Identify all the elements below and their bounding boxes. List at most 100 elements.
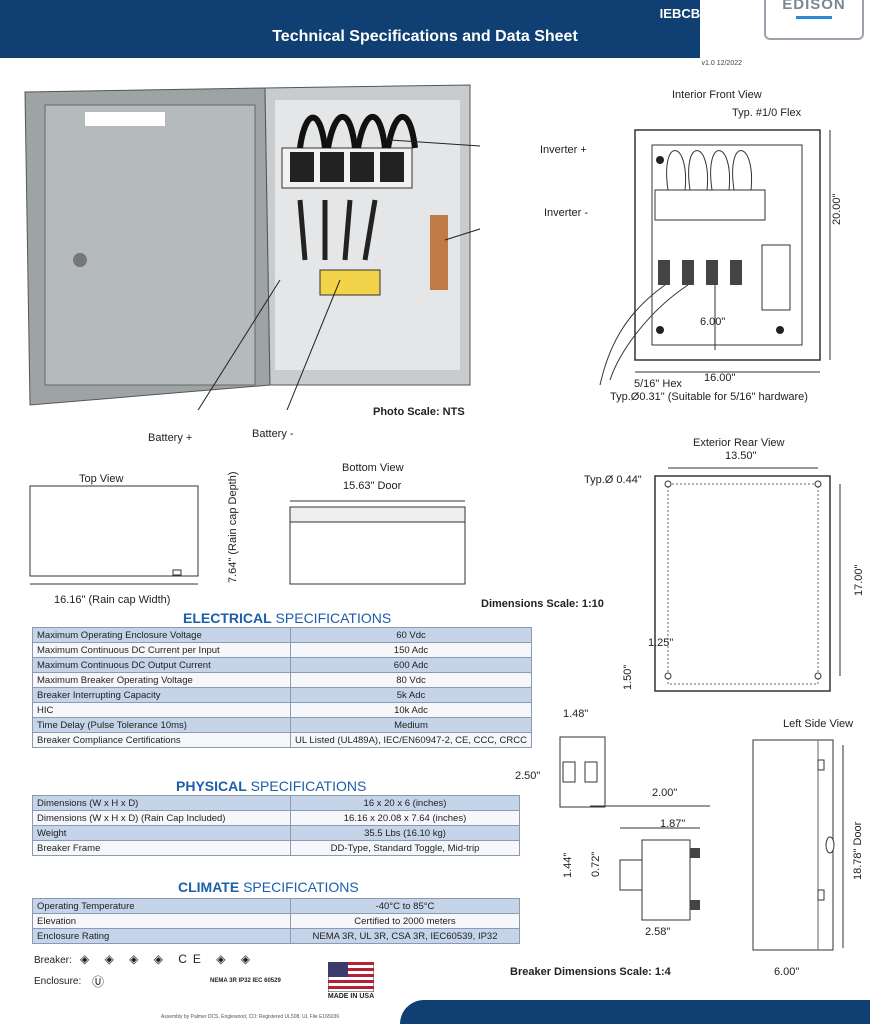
spec-value: DD-Type, Standard Toggle, Mid-trip xyxy=(290,840,520,856)
breaker-cert-icons: ◈ ◈ ◈ ◈ CE ◈ ◈ xyxy=(80,952,257,966)
hex-label: 5/16" Hex xyxy=(634,378,682,390)
breaker-depth1-dim: 2.00" xyxy=(652,787,678,799)
spec-value: 16 x 20 x 6 (inches) xyxy=(290,795,520,811)
spec-key: Dimensions (W x H x D) (Rain Cap Include… xyxy=(32,810,291,826)
spec-value: 16.16 x 20.08 x 7.64 (inches) xyxy=(290,810,520,826)
version-label: v1.0 12/2022 xyxy=(701,60,742,67)
top-view-depth-dim: 7.64" (Rain cap Depth) xyxy=(227,471,239,583)
spec-key: Maximum Operating Enclosure Voltage xyxy=(32,627,291,643)
inverter-pos-label: Inverter + xyxy=(540,144,587,156)
spec-key: Elevation xyxy=(32,913,291,929)
spec-key: HIC xyxy=(32,702,291,718)
header-band xyxy=(0,0,700,58)
left-side-door-dim: 18.78" Door xyxy=(852,821,864,880)
electrical-title-bold: ELECTRICAL xyxy=(183,610,272,626)
spec-value: -40°C to 85°C xyxy=(290,898,520,914)
breaker-base-dim: 2.58" xyxy=(645,926,671,938)
hole-label: Typ.Ø0.31" (Suitable for 5/16" hardware) xyxy=(610,391,808,403)
top-view-title: Top View xyxy=(79,473,124,485)
spec-value: 35.5 Lbs (16.10 kg) xyxy=(290,825,520,841)
top-view-width-dim: 16.16" (Rain cap Width) xyxy=(54,594,171,606)
rear-height-dim: 17.00" xyxy=(853,564,865,596)
breaker-width-dim: 1.48" xyxy=(563,708,589,720)
battery-pos-label: Battery + xyxy=(148,432,193,444)
left-side-width-dim: 6.00" xyxy=(774,966,800,978)
interior-width-dim: 16.00" xyxy=(704,372,736,384)
bottom-view-door-dim: 15.63" Door xyxy=(343,480,402,492)
table-row: Dimensions (W x H x D)16 x 20 x 6 (inche… xyxy=(32,795,520,811)
table-row: Time Delay (Pulse Tolerance 10ms)Medium xyxy=(32,717,532,733)
dimensions-scale-label: Dimensions Scale: 1:10 xyxy=(481,598,604,610)
battery-neg-label: Battery - xyxy=(252,428,294,440)
model-number: IEBCB4150-3R xyxy=(659,6,750,21)
footer-band xyxy=(400,1000,870,1024)
spec-value: UL Listed (UL489A), IEC/EN60947-2, CE, C… xyxy=(290,732,532,748)
interior-height-dim: 20.00" xyxy=(831,193,843,225)
physical-spec-title: PHYSICAL SPECIFICATIONS xyxy=(176,778,366,794)
enclosure-photo xyxy=(20,80,480,410)
spec-key: Enclosure Rating xyxy=(32,928,291,944)
logo-bolt-icon xyxy=(796,16,832,19)
rear-hole-label: Typ.Ø 0.44" xyxy=(584,474,642,486)
climate-spec-title: CLIMATE SPECIFICATIONS xyxy=(178,879,359,895)
physical-title-rest: SPECIFICATIONS xyxy=(246,778,367,794)
enclosure-cert-text: NEMA 3R IP32 IEC 60529 xyxy=(210,978,281,984)
breaker-height-dim: 2.50" xyxy=(515,770,541,782)
flex-label: Typ. #1/0 Flex xyxy=(732,107,802,119)
left-side-view-drawing xyxy=(752,739,844,951)
breaker-side-drawing xyxy=(590,805,710,921)
spec-key: Weight xyxy=(32,825,291,841)
spec-value: 150 Adc xyxy=(290,642,532,658)
interior-front-view-title: Interior Front View xyxy=(672,89,762,101)
spec-value: 80 Vdc xyxy=(290,672,532,688)
table-row: Operating Temperature-40°C to 85°C xyxy=(32,898,520,914)
spec-key: Operating Temperature xyxy=(32,898,291,914)
spec-value: NEMA 3R, UL 3R, CSA 3R, IEC60539, IP32 xyxy=(290,928,520,944)
electrical-title-rest: SPECIFICATIONS xyxy=(271,610,392,626)
bottom-view-drawing xyxy=(289,500,466,585)
spec-key: Time Delay (Pulse Tolerance 10ms) xyxy=(32,717,291,733)
table-row: Dimensions (W x H x D) (Rain Cap Include… xyxy=(32,810,520,826)
left-side-view-title: Left Side View xyxy=(783,718,854,730)
breaker-side2-dim: 0.72" xyxy=(590,851,602,877)
spec-key: Maximum Breaker Operating Voltage xyxy=(32,672,291,688)
climate-title-rest: SPECIFICATIONS xyxy=(239,879,359,895)
spec-key: Breaker Frame xyxy=(32,840,291,856)
spec-value: 10k Adc xyxy=(290,702,532,718)
breaker-cert-label: Breaker: xyxy=(34,955,72,966)
rear-offset-x-dim: 1.25" xyxy=(648,637,674,649)
spec-key: Breaker Interrupting Capacity xyxy=(32,687,291,703)
enclosure-cert-label: Enclosure: xyxy=(34,976,82,987)
spec-value: Medium xyxy=(290,717,532,733)
rear-width-dim: 13.50" xyxy=(725,450,757,462)
photo-scale-label: Photo Scale: NTS xyxy=(373,406,465,418)
spec-value: Certified to 2000 meters xyxy=(290,913,520,929)
interior-spacing-dim: 6.00" xyxy=(700,316,726,328)
breaker-side1-dim: 1.44" xyxy=(562,852,574,878)
spec-key: Dimensions (W x H x D) xyxy=(32,795,291,811)
breaker-depth2-dim: 1.87" xyxy=(660,818,686,830)
brand-logo: EDISON xyxy=(764,0,864,40)
footer-text: Assembly by Palmer DCS, Englewood, CO: R… xyxy=(160,1014,340,1020)
breaker-scale-label: Breaker Dimensions Scale: 1:4 xyxy=(510,966,671,978)
spec-key: Maximum Continuous DC Current per Input xyxy=(32,642,291,658)
rear-offset-y-dim: 1.50" xyxy=(622,664,634,690)
climate-title-bold: CLIMATE xyxy=(178,879,240,895)
bottom-view-title: Bottom View xyxy=(342,462,404,474)
physical-spec-table: Dimensions (W x H x D)16 x 20 x 6 (inche… xyxy=(32,795,520,856)
interior-front-view-drawing xyxy=(599,129,831,386)
ul-cert-icon: Ⓤ xyxy=(92,975,105,989)
page-title: Technical Specifications and Data Sheet xyxy=(272,28,578,45)
spec-key: Maximum Continuous DC Output Current xyxy=(32,657,291,673)
